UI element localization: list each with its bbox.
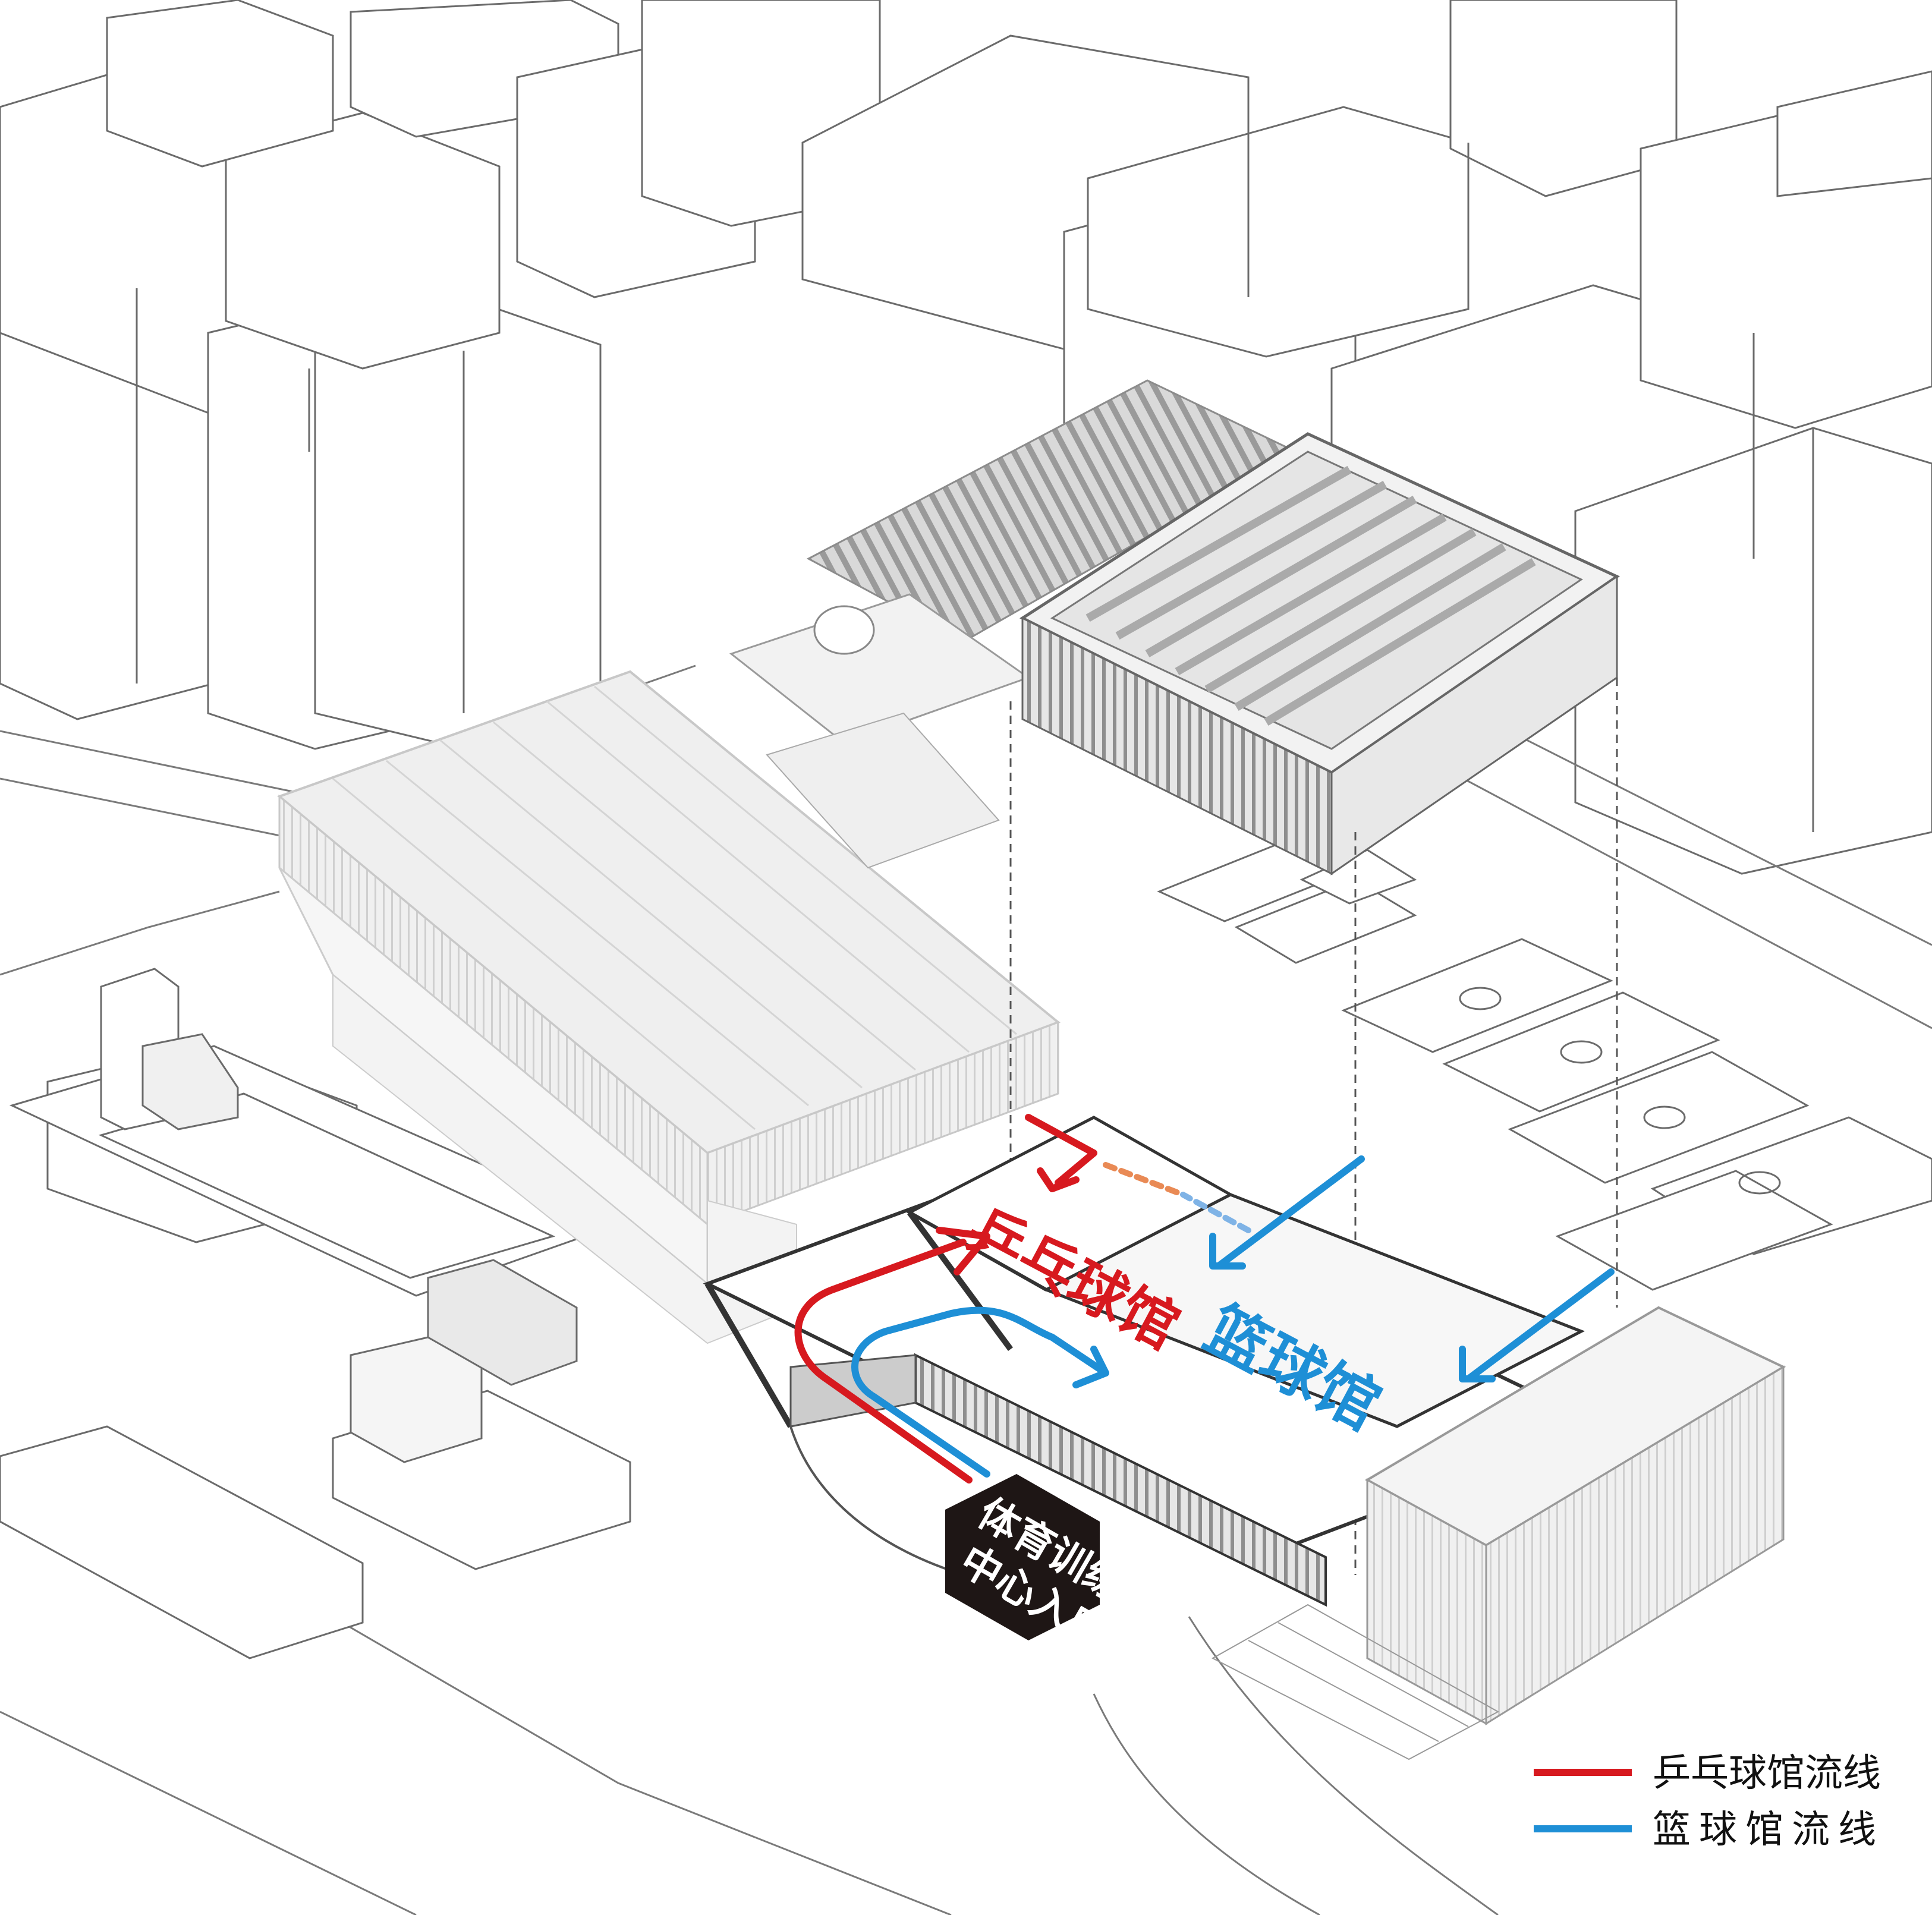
left-gymnasium — [277, 670, 1061, 1344]
legend: 乒乓球馆流线 篮球馆流线 — [1534, 1752, 1884, 1852]
context-edges — [136, 77, 1814, 832]
front-paving — [1211, 1604, 1500, 1760]
basketball-courts — [1341, 938, 1932, 1291]
main-plan — [703, 1116, 1786, 1725]
context-buildings — [0, 0, 1932, 1243]
legend-label-basketball: 篮球馆流线 — [1653, 1808, 1884, 1852]
entrance-tag: 体育训练 中心入口 — [945, 1474, 1134, 1659]
left-tower — [100, 968, 239, 1130]
left-sports-field — [0, 1045, 631, 1659]
basketball-flow — [851, 1155, 1615, 1478]
pingpong-flow — [794, 1114, 1186, 1484]
tennis-courts — [1157, 843, 1417, 964]
legend-label-pingpong: 乒乓球馆流线 — [1653, 1752, 1881, 1796]
basketball-roof-box — [1019, 432, 1621, 875]
